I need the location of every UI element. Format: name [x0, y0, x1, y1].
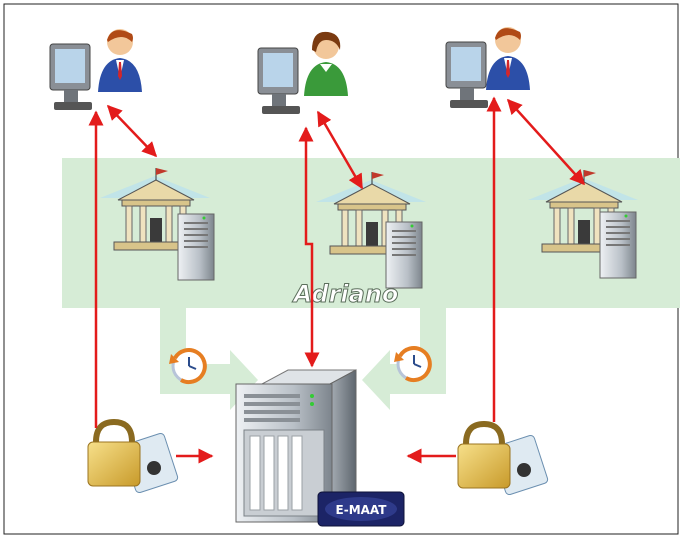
user-workstation-icon	[257, 31, 348, 114]
e-maat-logo: E-MAAT	[317, 491, 405, 527]
arrow-user-institution-1	[106, 104, 158, 158]
arrow-user-institution-2	[316, 110, 364, 190]
sync-clock-icon	[394, 346, 432, 382]
institution-server-icon	[316, 172, 426, 289]
credential-lock-icon	[87, 418, 179, 494]
arrow-central-user-2	[298, 126, 320, 368]
user-workstation-icon	[445, 27, 530, 108]
institution-server-icon	[528, 170, 638, 279]
central-server-icon	[235, 369, 357, 523]
credential-lock-icon	[457, 420, 549, 496]
institution-server-icon	[100, 168, 215, 281]
sync-clock-icon	[169, 348, 207, 384]
connection-arrows	[88, 96, 586, 464]
logo-text: E-MAAT	[336, 503, 388, 517]
user-workstation-icon	[49, 29, 142, 110]
band-label: Adriano	[292, 280, 399, 308]
arrow-user-institution-3	[506, 98, 586, 186]
